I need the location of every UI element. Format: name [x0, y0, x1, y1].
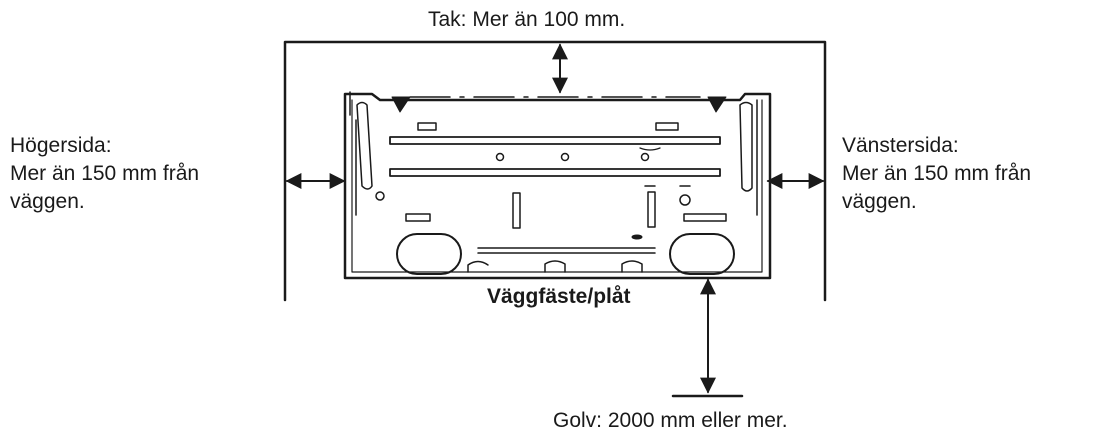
- wall-mounting-plate: [343, 91, 772, 280]
- left-side-title: Vänstersida:: [842, 134, 959, 157]
- left-side-clearance-label: Vänstersida: Mer än 150 mm från väggen.: [842, 132, 1031, 216]
- right-side-wall: väggen.: [10, 190, 85, 213]
- right-side-clearance-label: Högersida: Mer än 150 mm från väggen.: [10, 132, 199, 216]
- left-side-wall: väggen.: [842, 190, 917, 213]
- wall-outline: [283, 40, 827, 302]
- left-side-distance: Mer än 150 mm från: [842, 162, 1032, 185]
- right-side-title: Högersida:: [10, 134, 112, 157]
- mounting-plate-label: Väggfäste/plåt: [487, 285, 631, 308]
- right-side-distance: Mer än 150 mm från: [10, 162, 200, 185]
- floor-clearance-label: Golv: 2000 mm eller mer.: [553, 409, 788, 432]
- ceiling-clearance-label: Tak: Mer än 100 mm.: [428, 8, 626, 31]
